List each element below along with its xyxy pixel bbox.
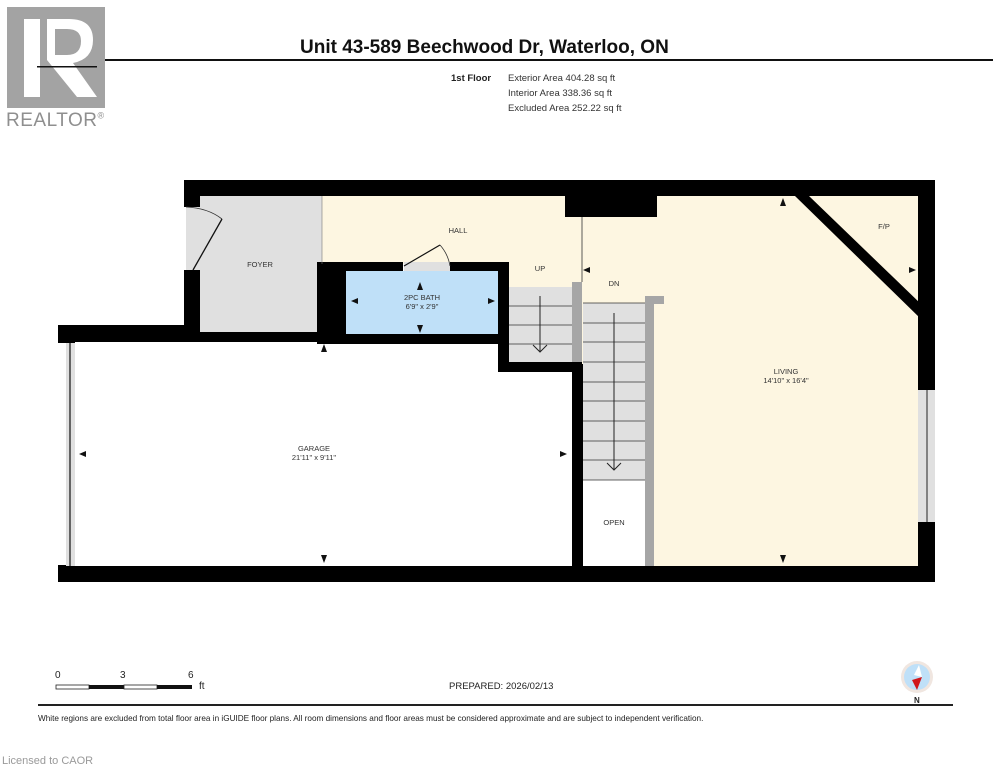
exterior-area: Exterior Area 404.28 sq ft [508, 73, 616, 84]
foyer-room [200, 196, 322, 332]
stairs-up-label: UP [535, 264, 545, 273]
living-window [918, 390, 935, 522]
realtor-logo-mark [7, 7, 105, 108]
dimension-markers [79, 198, 916, 563]
realtor-logo-text: REALTOR® [6, 110, 105, 131]
open-label: OPEN [603, 518, 624, 527]
page-title: Unit 43-589 Beechwood Dr, Waterloo, ON [300, 37, 669, 58]
bath-door [403, 244, 451, 271]
living-dims: 14'10" x 16'4" [763, 376, 809, 385]
prepared-date: PREPARED: 2026/02/13 [449, 681, 554, 692]
bath-label: 2PC BATH [404, 293, 440, 302]
excluded-area: Excluded Area 252.22 sq ft [508, 103, 622, 114]
disclaimer-text: White regions are excluded from total fl… [38, 714, 704, 723]
license-watermark: Licensed to CAOR [2, 755, 94, 767]
compass-north-label: N [914, 696, 920, 705]
scale-unit: ft [199, 681, 205, 692]
hall-upper-landing [500, 264, 582, 290]
scale-tick-3: 3 [120, 670, 126, 681]
hall-label: HALL [449, 226, 468, 235]
front-door [185, 206, 223, 271]
bath-room [346, 271, 498, 334]
compass-icon [901, 661, 933, 693]
footer-rule [38, 704, 953, 706]
fireplace-label: F/P [878, 222, 890, 231]
scale-tick-6: 6 [188, 670, 194, 681]
stairs-up [509, 282, 582, 364]
realtor-r-icon [24, 19, 97, 97]
foyer-label: FOYER [247, 260, 273, 269]
floor-label: 1st Floor [451, 73, 492, 84]
hall-room [322, 196, 582, 264]
garage-door [66, 343, 75, 566]
bath-dims: 6'9" x 2'9" [406, 302, 439, 311]
garage-room [75, 342, 570, 566]
stairs-down [583, 296, 664, 566]
interior-area: Interior Area 338.36 sq ft [508, 88, 613, 99]
living-label: LIVING [774, 367, 799, 376]
logo-underline-rule [105, 59, 993, 61]
garage-dims: 21'11" x 9'11" [292, 453, 337, 462]
scale-bar [55, 684, 192, 690]
walls [58, 180, 935, 582]
open-area [583, 480, 645, 566]
stairs-down-label: DN [609, 279, 620, 288]
garage-label: GARAGE [298, 444, 330, 453]
scale-tick-0: 0 [55, 670, 61, 681]
